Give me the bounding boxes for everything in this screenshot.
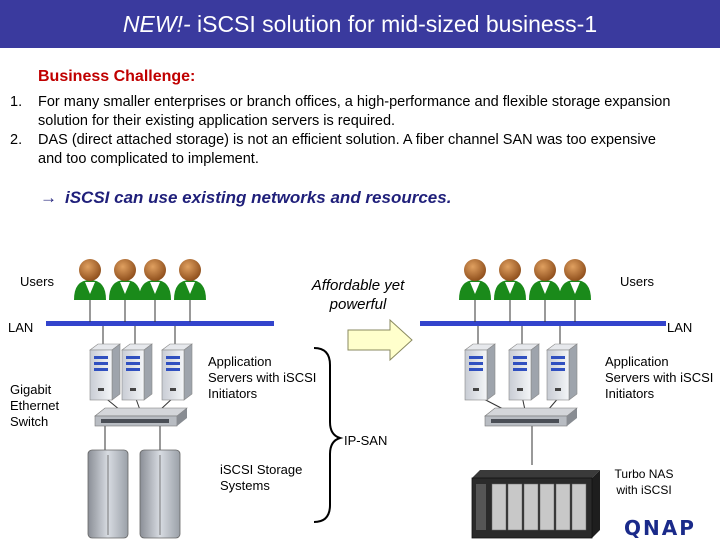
left-lan-label: LAN: [8, 320, 34, 335]
server-icon: [121, 343, 153, 401]
affordable-caption: Affordable yet powerful: [311, 277, 405, 313]
user-icon: [174, 259, 206, 300]
challenge-item: 1. For many smaller enterprises or branc…: [10, 93, 690, 133]
item-number: 2.: [10, 132, 23, 148]
brace-icon: [313, 347, 344, 523]
left-users-group: [74, 259, 206, 300]
nas-label: Turbo NAS with iSCSI: [614, 467, 674, 497]
server-icon: [546, 343, 578, 401]
qnap-logo-text: QNAP: [624, 516, 696, 540]
user-icon: [139, 259, 171, 300]
server-icon: [161, 343, 193, 401]
turbo-nas-icon: [471, 470, 600, 539]
server-icon: [464, 343, 496, 401]
right-lan-label: LAN: [667, 320, 693, 335]
item-text: For many smaller enterprises or branch o…: [38, 94, 671, 129]
right-app-servers-label: Application Servers with iSCSI Initiator…: [605, 354, 714, 401]
switch-icon: [94, 407, 188, 427]
title-emphasis: NEW!-: [122, 11, 191, 37]
user-icon: [109, 259, 141, 300]
item-text: DAS (direct attached storage) is not an …: [38, 132, 656, 167]
right-users-label: Users: [620, 274, 654, 289]
storage-tower-icon: [139, 449, 181, 539]
user-icon: [559, 259, 591, 300]
switch-label: Gigabit Ethernet Switch: [10, 382, 60, 429]
left-lan-line: [46, 321, 274, 326]
switch-icon: [484, 407, 578, 427]
item-number: 1.: [10, 94, 23, 110]
storage-label: iSCSI Storage Systems: [220, 462, 303, 493]
storage-tower-icon: [87, 449, 129, 539]
arrow-right-icon: [347, 318, 413, 362]
conclusion: → iSCSI can use existing networks and res…: [40, 188, 451, 208]
right-lan-line: [420, 321, 666, 326]
challenge-item: 2. DAS (direct attached storage) is not …: [10, 131, 690, 171]
user-icon: [529, 259, 561, 300]
arrow-right-icon: →: [40, 188, 57, 207]
server-icon: [89, 343, 121, 401]
user-icon: [74, 259, 106, 300]
title-text: iSCSI solution for mid-sized business-1: [190, 11, 598, 37]
user-icon: [494, 259, 526, 300]
slide-title: NEW!- iSCSI solution for mid-sized busin…: [0, 0, 720, 48]
left-users-label: Users: [20, 274, 54, 289]
challenge-heading: Business Challenge:: [38, 68, 196, 85]
header-bar: [0, 0, 720, 48]
server-icon: [508, 343, 540, 401]
right-users-group: [459, 259, 591, 300]
user-icon: [459, 259, 491, 300]
left-app-servers-label: Application Servers with iSCSI Initiator…: [208, 354, 317, 401]
qnap-logo: [620, 518, 706, 536]
conclusion-text: iSCSI can use existing networks and reso…: [65, 188, 452, 207]
ip-san-label: IP-SAN: [344, 433, 388, 448]
